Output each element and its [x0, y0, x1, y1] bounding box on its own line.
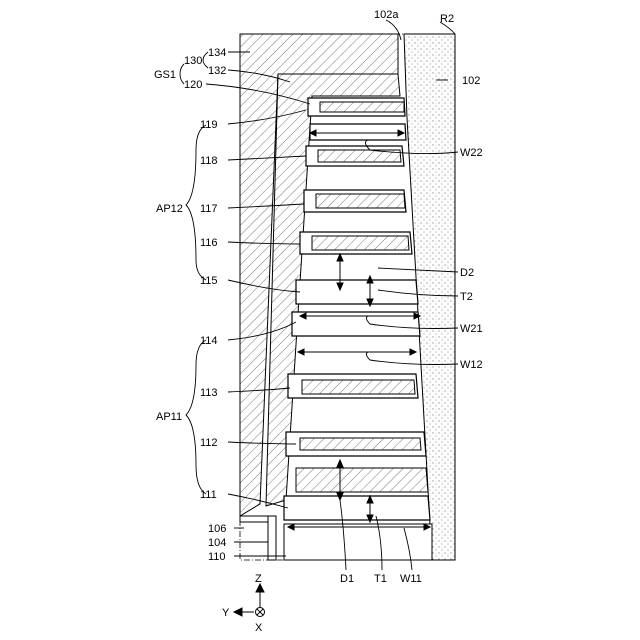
label-134: 134: [208, 47, 226, 59]
label-ap11: AP11: [156, 411, 182, 423]
label-117: 117: [200, 203, 218, 215]
label-113: 113: [200, 387, 218, 399]
label-102a: 102a: [374, 9, 399, 21]
label-gs1: GS1: [154, 69, 176, 81]
label-106: 106: [208, 523, 226, 535]
label-r2: R2: [440, 13, 454, 25]
axis-label-y: Y: [222, 607, 230, 619]
label-115: 115: [200, 275, 218, 287]
layer-104: [268, 516, 276, 560]
label-112: 112: [200, 437, 218, 449]
channel-119: [310, 124, 406, 140]
label-w11: W11: [400, 573, 422, 585]
label-w21: W21: [460, 323, 483, 335]
label-w22: W22: [460, 147, 483, 159]
label-104: 104: [208, 537, 226, 549]
label-d1: D1: [340, 573, 354, 585]
label-119: 119: [200, 119, 218, 131]
label-d2: D2: [460, 267, 474, 279]
axis-label-x: X: [255, 622, 263, 634]
axis-label-z: Z: [255, 573, 262, 585]
channel-111: [284, 496, 430, 520]
label-w12: W12: [460, 359, 483, 371]
label-110: 110: [208, 551, 226, 563]
label-t2: T2: [460, 291, 473, 303]
label-130: 130: [184, 55, 202, 67]
label-120: 120: [184, 79, 202, 91]
label-114: 114: [200, 335, 218, 347]
label-111: 111: [200, 489, 217, 501]
label-118: 118: [200, 155, 218, 167]
label-t1: T1: [374, 573, 387, 585]
coordinate-axes: [234, 584, 265, 617]
label-ap12: AP12: [156, 203, 183, 215]
label-116: 116: [200, 237, 218, 249]
label-132: 132: [208, 65, 226, 77]
channel-115: [296, 280, 418, 304]
label-102: 102: [462, 75, 480, 87]
